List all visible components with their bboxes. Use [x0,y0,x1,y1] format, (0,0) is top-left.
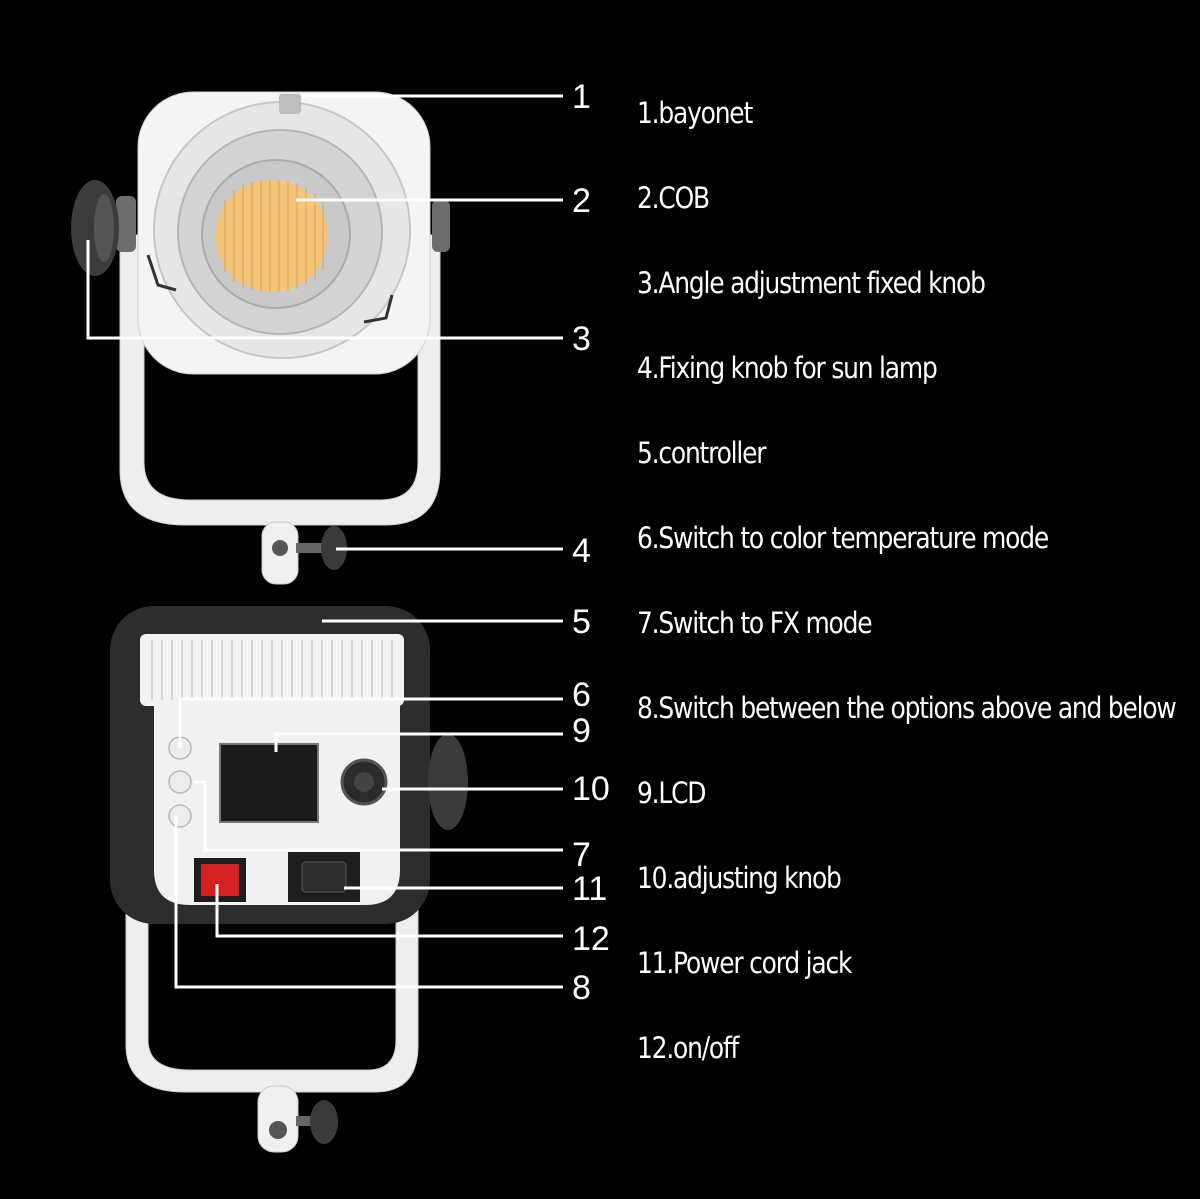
leader-line-6 [178,697,563,748]
yoke-bracket [119,234,441,526]
callout-number: 7 [572,836,591,874]
leader-line-3 [86,240,563,340]
cob-stripes [224,180,324,292]
leader-line-12 [215,884,563,938]
button-fx [168,770,192,794]
legend-item: 7.Switch to FX mode [637,606,873,640]
legend-item: 5.controller [637,436,767,470]
parts-legend: 1.bayonet 2.COB 3.Angle adjustment fixed… [637,88,1197,1108]
legend-item: 10.adjusting knob [637,861,842,895]
leader-line-9 [274,732,563,752]
callout-number: 10 [572,770,610,808]
light-head-front [71,91,450,585]
right-pivot [432,200,450,252]
power-switch [201,864,239,896]
callout-number: 11 [572,870,607,908]
side-knob [428,734,468,830]
legend-item: 11.Power cord jack [637,946,852,980]
lcd-screen [219,743,319,823]
legend-item: 12.on/off [637,1031,739,1065]
fixing-knob [321,526,347,570]
callout-number: 1 [572,78,591,116]
legend-item: 3.Angle adjustment fixed knob [637,266,986,300]
legend-item: 4.Fixing knob for sun lamp [637,351,938,385]
button-toggle [168,804,192,828]
bayonet-tab [279,94,301,114]
callout-number: 4 [572,532,591,570]
legend-item: 6.Switch to color temperature mode [637,521,1049,555]
legend-item: 8.Switch between the options above and b… [637,691,1177,725]
callout-number: 12 [572,920,610,958]
legend-item: 9.LCD [637,776,706,810]
callout-number: 8 [572,969,591,1007]
callout-number: 2 [572,182,591,220]
callout-number: 5 [572,603,591,641]
lower-yoke-bracket [125,839,419,1093]
callout-number: 9 [572,712,591,750]
leader-lines [86,94,563,989]
leader-line-8 [174,816,563,989]
left-pivot [116,196,136,252]
legend-item: 1.bayonet [637,96,753,130]
legend-item: 2.COB [637,181,710,215]
lower-spigot [257,1085,299,1153]
lower-fixing-knob [310,1100,338,1144]
light-rear-back [110,606,468,1153]
cob-chip [216,180,328,292]
callout-number: 3 [572,320,591,358]
callout-number: 6 [572,676,591,714]
leader-line-7 [194,780,563,852]
